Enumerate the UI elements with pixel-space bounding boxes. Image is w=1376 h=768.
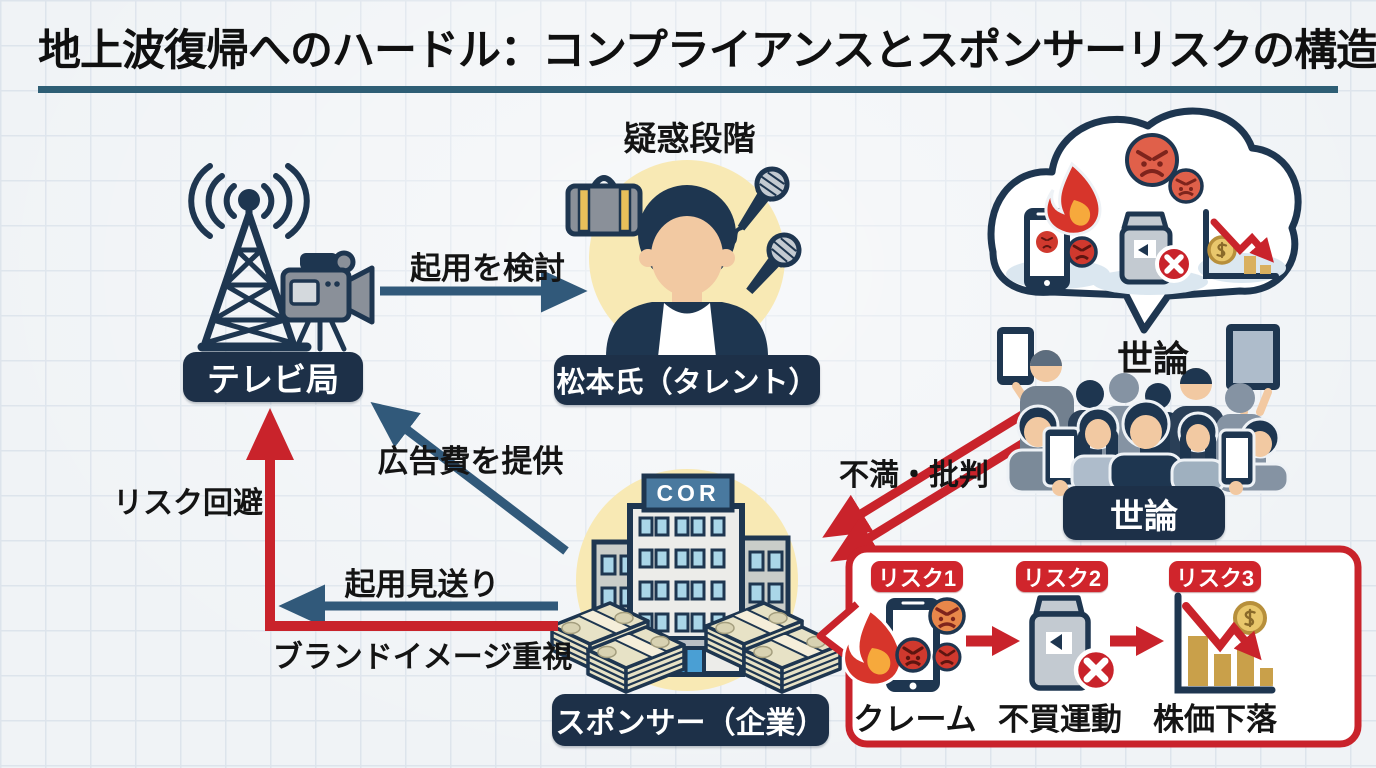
angry-face-icon <box>1168 168 1204 204</box>
sponsor-label: スポンサー（企業） <box>552 694 829 746</box>
tv-tower-icon <box>188 163 312 352</box>
talent-avatar <box>565 160 805 357</box>
boycott-x-icon <box>1073 647 1119 693</box>
ad-fee-edge-label: 広告費を提供 <box>377 443 564 479</box>
office-building-icon <box>550 469 842 694</box>
sparkle-icon <box>1271 672 1342 732</box>
ad-fee-arrow <box>370 401 569 555</box>
dollar-coin-icon <box>1233 601 1267 635</box>
dollar-coin-icon <box>1207 235 1237 265</box>
angry-face-icon <box>1066 236 1098 268</box>
angry-face-icon <box>895 637 931 673</box>
stock-decline-icon <box>1174 592 1276 694</box>
risk-step-arrow <box>1110 626 1164 656</box>
risk-badge-1: リスク1 <box>871 561 963 592</box>
speech-cloud-icon <box>987 107 1302 334</box>
tv-station-label: テレビ局 <box>183 352 363 402</box>
public-opinion-cloud-caption: 世論 <box>1116 338 1189 379</box>
complaints-edge-label: 不満・批判 <box>839 459 989 492</box>
title-underline <box>38 86 1338 93</box>
brand-image-edge-label: ブランドイメージ重視 <box>272 641 573 674</box>
consider-edge-label: 起用を検討 <box>410 250 565 286</box>
risk-caption-3: 株価下落 <box>1153 701 1277 737</box>
public-opinion-label: 世論 <box>1063 486 1225 540</box>
angry-face-icon <box>1125 133 1179 187</box>
risk-caption-2: 不買運動 <box>998 701 1122 737</box>
suspicion-stage-label: 疑惑段階 <box>623 120 756 157</box>
risk-step-arrow <box>966 626 1020 656</box>
complaints-arrow <box>822 400 1051 562</box>
angry-face-icon <box>928 597 966 635</box>
briefcase-icon <box>565 175 643 237</box>
risk-avoidance-edge-label: リスク回避 <box>113 487 263 520</box>
fire-icon <box>842 607 903 687</box>
risk-box <box>816 545 1362 748</box>
risk-caption-1: クレーム <box>853 701 977 737</box>
video-camera-icon <box>280 250 375 352</box>
risk-badge-2: リスク2 <box>1016 561 1108 592</box>
angry-face-icon <box>1036 231 1058 253</box>
page-title: 地上波復帰へのハードル：コンプライアンスとスポンサーリスクの構造 <box>38 27 1376 75</box>
angry-face-icon <box>932 642 962 672</box>
crowd-icon <box>997 324 1290 496</box>
decline-edge-label: 起用見送り <box>344 566 500 602</box>
fire-icon <box>1044 161 1102 236</box>
risk-avoidance-arrow <box>245 408 558 631</box>
stock-decline-icon <box>1203 209 1279 279</box>
talent-label: 松本氏（タレント） <box>554 355 820 405</box>
risk-badge-3: リスク3 <box>1169 561 1261 592</box>
building-sign: COR <box>656 480 720 506</box>
boycott-x-icon <box>1155 245 1193 283</box>
